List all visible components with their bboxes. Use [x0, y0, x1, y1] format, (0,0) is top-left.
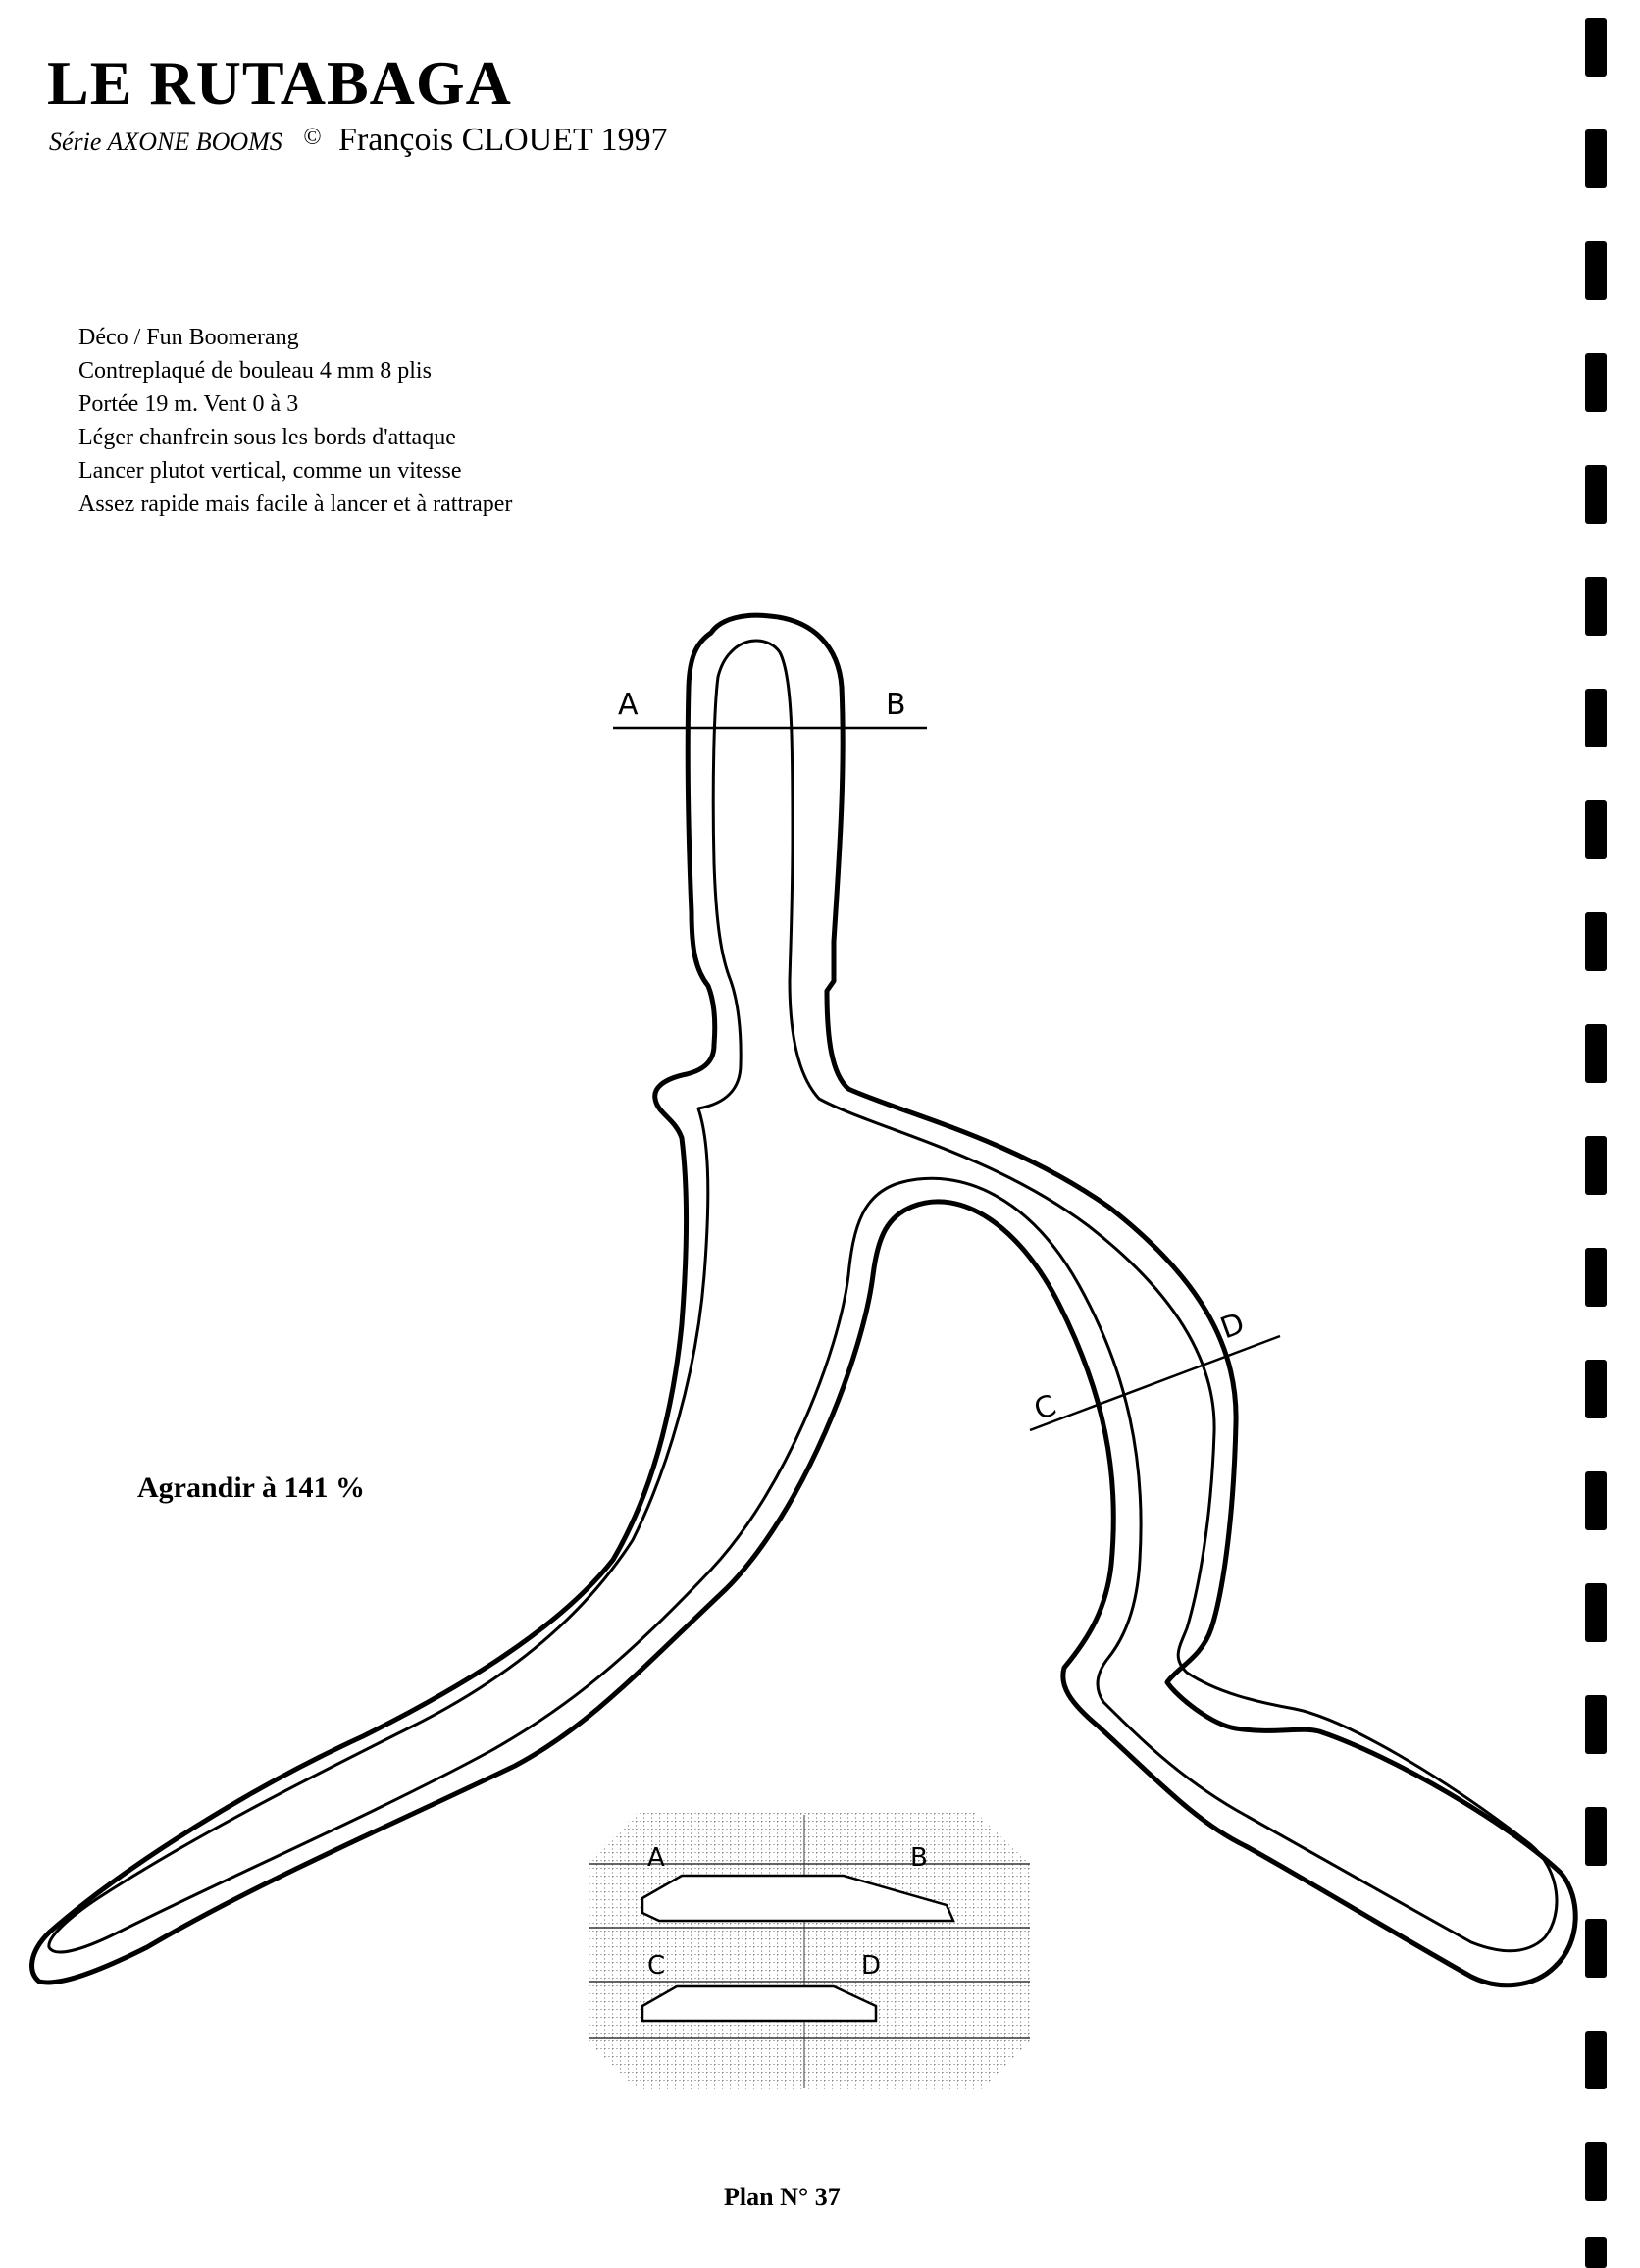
binding-hole	[1585, 2142, 1607, 2201]
binding-hole	[1585, 2031, 1607, 2089]
binding-hole	[1585, 577, 1607, 636]
section-line-cd	[1029, 1334, 1281, 1432]
note-line: Portée 19 m. Vent 0 à 3	[78, 391, 299, 417]
binding-hole	[1585, 129, 1607, 188]
binding-hole	[1585, 912, 1607, 971]
binding-hole	[1585, 1248, 1607, 1307]
section-label-b: B	[886, 688, 906, 722]
profile-ab	[641, 1874, 955, 1923]
binding-hole	[1585, 241, 1607, 300]
note-line: Léger chanfrein sous les bords d'attaque	[78, 425, 456, 450]
enlarge-note: Agrandir à 141 %	[137, 1471, 365, 1504]
binding-hole	[1585, 1024, 1607, 1083]
binding-hole	[1585, 353, 1607, 412]
series-name: Série AXONE BOOMS	[49, 128, 282, 156]
binding-hole	[1585, 1360, 1607, 1418]
boomerang-outer-outline	[29, 612, 1578, 1988]
plan-number: Plan N° 37	[724, 2183, 841, 2211]
copyright-symbol: ©	[303, 125, 322, 150]
subtitle: Série AXONE BOOMS © François CLOUET 1997	[49, 122, 668, 159]
binding-hole	[1585, 1807, 1607, 1866]
binding-hole	[1585, 465, 1607, 524]
inset-label-d: D	[861, 1951, 881, 1981]
author-year: François CLOUET 1997	[338, 122, 668, 158]
inset-label-c: C	[647, 1951, 665, 1981]
section-label-c: C	[1030, 1388, 1061, 1427]
boomerang-inner-outline	[47, 639, 1559, 1954]
binding-hole	[1585, 800, 1607, 859]
section-label-a: A	[618, 688, 639, 722]
binding-hole	[1585, 1471, 1607, 1530]
specification-notes: Déco / Fun Boomerang Contreplaqué de bou…	[78, 321, 512, 521]
binding-hole	[1585, 1695, 1607, 1754]
note-line: Déco / Fun Boomerang	[78, 325, 299, 350]
binding-hole	[1585, 18, 1607, 77]
binding-hole	[1585, 1583, 1607, 1642]
inset-label-a: A	[647, 1843, 665, 1873]
page-title: LE RUTABAGA	[47, 48, 512, 118]
binding-hole	[1585, 689, 1607, 747]
inset-label-b: B	[910, 1843, 928, 1873]
cross-section-inset: A B C D	[587, 1813, 1030, 2089]
binding-hole	[1585, 1136, 1607, 1195]
note-line: Lancer plutot vertical, comme un vitesse	[78, 458, 462, 484]
note-line: Assez rapide mais facile à lancer et à r…	[78, 491, 513, 517]
binding-hole	[1585, 2237, 1607, 2268]
binding-hole	[1585, 1919, 1607, 1978]
profile-cd	[641, 1984, 878, 2023]
note-line: Contreplaqué de bouleau 4 mm 8 plis	[78, 358, 432, 384]
